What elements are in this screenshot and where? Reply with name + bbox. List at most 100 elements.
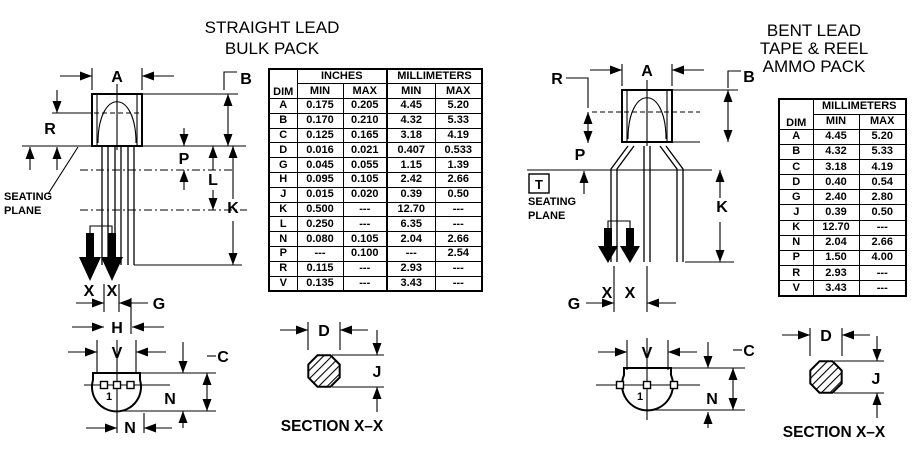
lead-pad bbox=[99, 380, 109, 390]
value-cell: 0.250 bbox=[296, 216, 344, 233]
column-header-dim: DIM bbox=[778, 98, 814, 130]
value-cell: 3.18 bbox=[386, 127, 436, 144]
dim-label-p: P bbox=[179, 151, 190, 168]
value-cell: 4.32 bbox=[812, 143, 860, 161]
value-cell: --- bbox=[434, 201, 483, 218]
dim-label-d: D bbox=[318, 323, 330, 340]
value-cell: 0.39 bbox=[386, 186, 436, 203]
value-cell: 2.42 bbox=[386, 172, 436, 188]
dim-cell: K bbox=[778, 219, 814, 236]
left-title-line1: STRAIGHT LEAD bbox=[205, 18, 340, 37]
dim-label-a: A bbox=[641, 63, 653, 80]
value-cell: 5.33 bbox=[434, 112, 483, 129]
dim-cell: D bbox=[268, 142, 298, 159]
section-cut-arrow bbox=[79, 233, 101, 281]
dim-cell: R bbox=[268, 260, 298, 277]
value-cell: 0.407 bbox=[386, 142, 436, 159]
bent-lead-bottom-view: V 1 C N bbox=[596, 338, 755, 428]
value-cell: --- bbox=[386, 246, 436, 262]
value-cell: 2.66 bbox=[434, 231, 483, 248]
seating-plane-label-line1: SEATING bbox=[4, 191, 52, 203]
value-cell: 5.33 bbox=[858, 143, 907, 161]
value-cell: 2.66 bbox=[434, 172, 483, 188]
straight-lead-front-view: A B R SEATING PLANE P L K bbox=[4, 68, 252, 337]
value-cell: 0.39 bbox=[812, 204, 860, 221]
value-cell: 5.20 bbox=[858, 128, 907, 145]
table-row: P---0.100---2.54 bbox=[268, 246, 483, 262]
value-cell: 0.015 bbox=[296, 186, 344, 203]
value-cell: 2.04 bbox=[812, 234, 860, 251]
datum-t-box bbox=[528, 173, 550, 194]
left-title: STRAIGHT LEAD BULK PACK bbox=[205, 18, 340, 58]
dim-label-k: K bbox=[227, 200, 239, 217]
table-header-row: DIM INCHES MILLIMETERS bbox=[268, 68, 483, 100]
datum-t-label: T bbox=[535, 177, 543, 192]
value-cell: 0.205 bbox=[342, 98, 388, 114]
value-cell: 2.93 bbox=[812, 265, 860, 282]
dim-label-c: C bbox=[217, 349, 229, 366]
dim-label-b: B bbox=[743, 69, 755, 86]
table-header-row: DIM MILLIMETERS bbox=[778, 98, 907, 130]
value-cell: 0.055 bbox=[342, 157, 388, 174]
lead-cross-section bbox=[307, 354, 341, 388]
value-cell: 1.50 bbox=[812, 249, 860, 267]
lead-pad bbox=[112, 380, 122, 390]
dim-label-p: P bbox=[575, 147, 586, 164]
value-cell: --- bbox=[858, 219, 907, 236]
leads bbox=[101, 146, 135, 265]
value-cell: 1.15 bbox=[386, 157, 436, 174]
value-cell: 4.00 bbox=[858, 249, 907, 267]
pin1-label: 1 bbox=[637, 391, 643, 403]
value-cell: 0.210 bbox=[342, 112, 388, 129]
value-cell: 4.19 bbox=[858, 159, 907, 176]
dim-cell: C bbox=[268, 127, 298, 144]
lead-pad bbox=[126, 380, 135, 390]
dim-label-a: A bbox=[111, 69, 123, 86]
dim-cell: A bbox=[778, 128, 814, 145]
lead-pad bbox=[642, 380, 652, 390]
column-header-min: MIN bbox=[296, 83, 344, 100]
value-cell: --- bbox=[858, 265, 907, 282]
value-cell: 0.105 bbox=[342, 172, 388, 188]
pin1-label: 1 bbox=[106, 391, 112, 403]
value-cell: 0.016 bbox=[296, 142, 344, 159]
dim-label-h: H bbox=[111, 320, 123, 337]
value-cell: 0.020 bbox=[342, 186, 388, 203]
value-cell: --- bbox=[858, 280, 907, 297]
value-cell: --- bbox=[342, 201, 388, 218]
lead-pad bbox=[669, 380, 679, 390]
value-cell: 0.50 bbox=[858, 204, 907, 221]
value-cell: 0.100 bbox=[342, 246, 388, 262]
value-cell: 3.18 bbox=[812, 159, 860, 176]
value-cell: --- bbox=[434, 275, 483, 292]
dim-label-l: L bbox=[208, 172, 218, 189]
value-cell: 0.095 bbox=[296, 172, 344, 188]
section-xx-caption: SECTION X–X bbox=[281, 418, 384, 435]
lead-cross-section bbox=[809, 360, 843, 394]
dim-label-n: N bbox=[706, 391, 718, 408]
value-cell: 0.135 bbox=[296, 275, 344, 292]
value-cell: 12.70 bbox=[812, 219, 860, 236]
dim-cell: P bbox=[778, 249, 814, 267]
value-cell: 0.045 bbox=[296, 157, 344, 174]
value-cell: 0.165 bbox=[342, 127, 388, 144]
value-cell: 2.66 bbox=[858, 234, 907, 251]
value-cell: 4.19 bbox=[434, 127, 483, 144]
value-cell: 12.70 bbox=[386, 201, 436, 218]
section-cut-arrow bbox=[620, 228, 640, 263]
dim-label-k: K bbox=[716, 199, 728, 216]
value-cell: 0.021 bbox=[342, 142, 388, 159]
value-cell: 0.40 bbox=[812, 174, 860, 191]
group-header-inches: INCHES bbox=[296, 68, 388, 85]
value-cell: 4.45 bbox=[812, 128, 860, 145]
dim-label-r: R bbox=[44, 121, 56, 138]
section-cut-label-x1: X bbox=[602, 285, 613, 302]
lead-pad bbox=[615, 380, 625, 390]
seating-plane-label-line2: PLANE bbox=[528, 210, 565, 222]
